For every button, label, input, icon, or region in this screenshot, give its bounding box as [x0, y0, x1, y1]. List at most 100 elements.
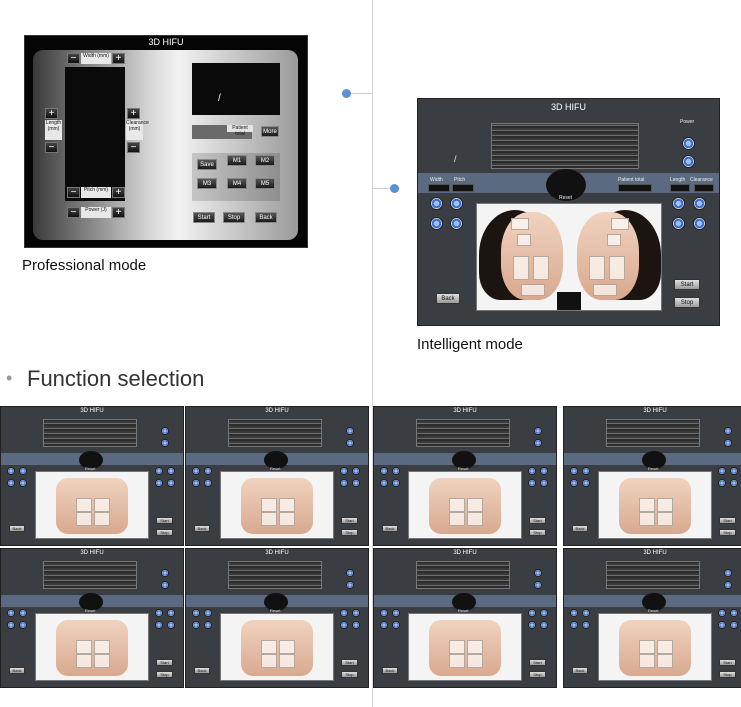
m2-button[interactable]: M2	[255, 155, 275, 166]
start-button[interactable]: Start	[156, 517, 173, 524]
pitch-down-button[interactable]	[392, 621, 400, 629]
body-treatment-area[interactable]	[220, 471, 334, 539]
treatment-pad[interactable]	[589, 256, 605, 280]
stop-button[interactable]: Stop	[156, 529, 173, 536]
length-up-button[interactable]	[340, 609, 348, 617]
power-down-button[interactable]	[161, 581, 169, 589]
length-up-button[interactable]	[672, 197, 685, 210]
body-treatment-area[interactable]	[598, 613, 712, 681]
reset-dial[interactable]	[79, 451, 103, 469]
width-up-button[interactable]	[192, 609, 200, 617]
pitch-down-button[interactable]	[450, 217, 463, 230]
body-treatment-area[interactable]	[598, 471, 712, 539]
length-down-button[interactable]	[718, 479, 726, 487]
width-down-button[interactable]	[7, 621, 15, 629]
power-down-button[interactable]	[161, 439, 169, 447]
back-button[interactable]: Back	[194, 667, 210, 674]
power-down-button[interactable]	[346, 581, 354, 589]
pitch-up-button[interactable]	[582, 467, 590, 475]
treatment-pad[interactable]	[657, 654, 673, 668]
clearance-up-button[interactable]	[730, 467, 738, 475]
reset-dial[interactable]	[642, 593, 666, 611]
clearance-up-button[interactable]	[167, 609, 175, 617]
pitch-up-button[interactable]	[19, 609, 27, 617]
pitch-minus-button[interactable]: −	[67, 187, 80, 198]
clearance-up-button[interactable]	[352, 609, 360, 617]
clearance-plus-button[interactable]: +	[127, 108, 140, 119]
treatment-pad[interactable]	[521, 284, 545, 296]
length-minus-button[interactable]: −	[45, 142, 58, 153]
width-up-button[interactable]	[192, 467, 200, 475]
length-plus-button[interactable]: +	[45, 108, 58, 119]
treatment-pad[interactable]	[607, 234, 621, 246]
treatment-pad[interactable]	[657, 498, 673, 512]
length-down-button[interactable]	[528, 621, 536, 629]
power-minus-button[interactable]: −	[67, 207, 80, 218]
reset-dial[interactable]	[264, 451, 288, 469]
treatment-pad[interactable]	[611, 218, 629, 230]
length-down-button[interactable]	[528, 479, 536, 487]
stop-button[interactable]: Stop	[529, 529, 546, 536]
back-button[interactable]: Back	[255, 212, 277, 223]
reset-dial[interactable]	[264, 593, 288, 611]
save-button[interactable]: Save	[197, 159, 217, 170]
power-up-button[interactable]	[161, 427, 169, 435]
reset-label[interactable]: Reset	[559, 195, 573, 201]
back-button[interactable]: Back	[436, 293, 460, 304]
reset-label[interactable]: Reset	[85, 608, 96, 613]
back-button[interactable]: Back	[382, 667, 398, 674]
start-button[interactable]: Start	[719, 659, 736, 666]
treatment-pad[interactable]	[279, 654, 295, 668]
width-down-button[interactable]	[192, 479, 200, 487]
back-button[interactable]: Back	[9, 667, 25, 674]
function-thumbnail-calves[interactable]: 3D HIFU Reset Back Start S	[0, 548, 184, 688]
treatment-pad[interactable]	[467, 640, 483, 654]
treatment-pad[interactable]	[279, 512, 295, 526]
width-down-button[interactable]	[380, 621, 388, 629]
body-treatment-area[interactable]	[408, 471, 522, 539]
power-up-button[interactable]	[682, 137, 695, 150]
stop-button[interactable]: Stop	[341, 671, 358, 678]
back-button[interactable]: Back	[572, 667, 588, 674]
length-up-button[interactable]	[155, 467, 163, 475]
treatment-pad[interactable]	[533, 256, 549, 280]
treatment-pad[interactable]	[657, 640, 673, 654]
treatment-pad[interactable]	[76, 654, 92, 668]
width-down-button[interactable]	[430, 217, 443, 230]
treatment-pad[interactable]	[639, 512, 655, 526]
length-down-button[interactable]	[340, 621, 348, 629]
reset-label[interactable]: Reset	[648, 608, 659, 613]
length-down-button[interactable]	[718, 621, 726, 629]
treatment-pad[interactable]	[261, 512, 277, 526]
reset-label[interactable]: Reset	[270, 466, 281, 471]
function-thumbnail-arms[interactable]: 3D HIFU Reset Back Start S	[0, 406, 184, 546]
length-up-button[interactable]	[718, 609, 726, 617]
pitch-up-button[interactable]	[204, 609, 212, 617]
reset-label[interactable]: Reset	[85, 466, 96, 471]
treatment-pad[interactable]	[639, 654, 655, 668]
length-up-button[interactable]	[155, 609, 163, 617]
reset-label[interactable]: Reset	[458, 466, 469, 471]
pitch-plus-button[interactable]: +	[112, 187, 125, 198]
body-treatment-area[interactable]	[35, 613, 149, 681]
power-up-button[interactable]	[724, 427, 732, 435]
function-thumbnail-thighs[interactable]: 3D HIFU Reset Back Start S	[185, 406, 369, 546]
treatment-pad[interactable]	[467, 654, 483, 668]
reset-label[interactable]: Reset	[458, 608, 469, 613]
width-up-button[interactable]	[570, 467, 578, 475]
treatment-pad[interactable]	[94, 654, 110, 668]
pitch-down-button[interactable]	[19, 479, 27, 487]
start-button[interactable]: Start	[529, 659, 546, 666]
body-treatment-area[interactable]	[408, 613, 522, 681]
length-up-button[interactable]	[340, 467, 348, 475]
pitch-up-button[interactable]	[392, 467, 400, 475]
length-down-button[interactable]	[155, 479, 163, 487]
function-thumbnail-abdomen[interactable]: 3D HIFU Reset Back Start S	[373, 548, 557, 688]
pitch-down-button[interactable]	[582, 479, 590, 487]
treatment-pad[interactable]	[261, 498, 277, 512]
treatment-pad[interactable]	[261, 654, 277, 668]
start-button[interactable]: Start	[341, 517, 358, 524]
clearance-up-button[interactable]	[730, 609, 738, 617]
width-up-button[interactable]	[7, 609, 15, 617]
stop-button[interactable]: Stop	[341, 529, 358, 536]
